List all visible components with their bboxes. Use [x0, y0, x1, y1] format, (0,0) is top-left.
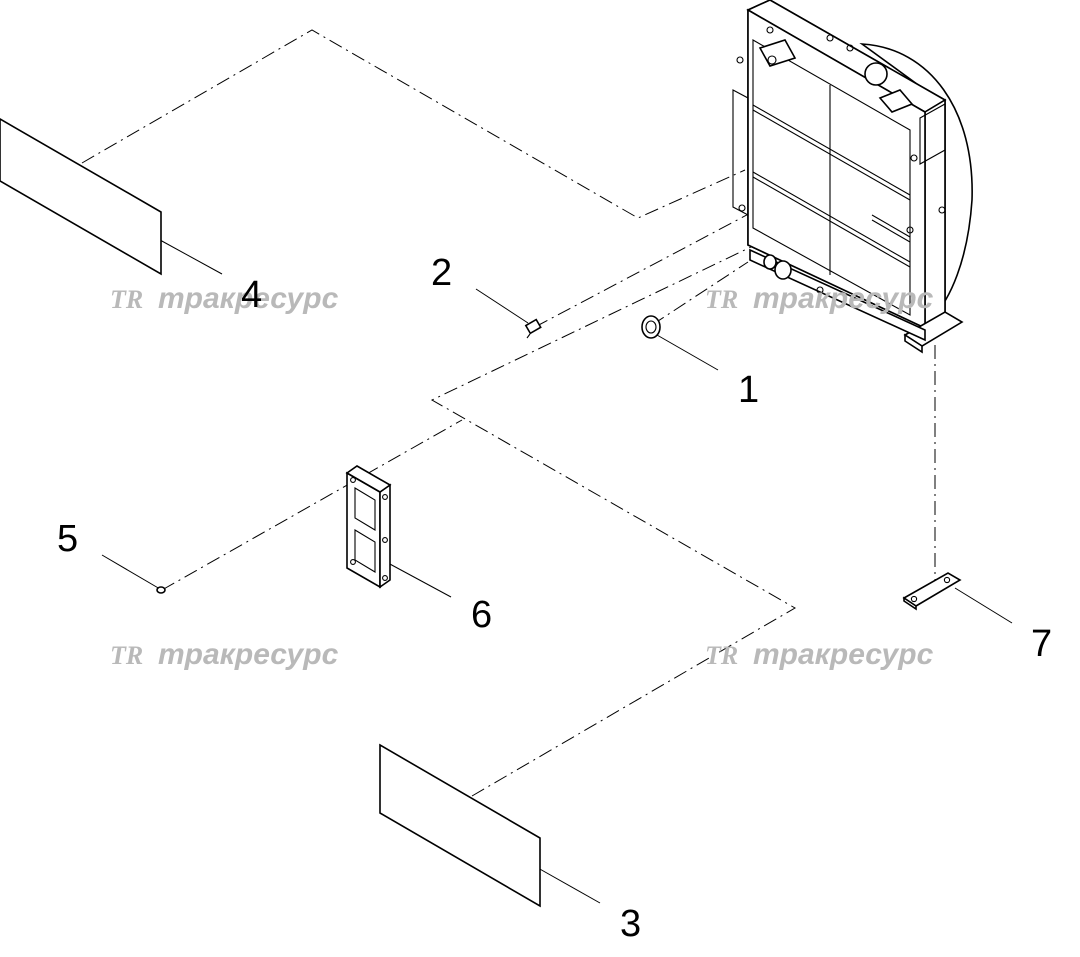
watermark-text: тракресурс — [753, 282, 934, 315]
watermark-top-left: TR тракресурс — [110, 282, 339, 315]
callout-labels: 1 2 3 4 5 6 7 — [57, 252, 1052, 945]
watermark-logo: TR — [110, 285, 143, 314]
side-panel-part-3 — [379, 743, 541, 908]
callout-label-7: 7 — [1031, 623, 1052, 665]
leader-1 — [656, 334, 719, 371]
leader-lines — [101, 239, 1013, 904]
watermark-bottom-left: TR тракресурс — [110, 638, 339, 671]
guide-line-panel-3 — [430, 209, 829, 797]
bushing-part-1 — [641, 315, 661, 339]
watermark-logo: TR — [705, 641, 738, 670]
leader-5 — [101, 554, 161, 590]
watermark-logo: TR — [705, 285, 738, 314]
callout-label-3: 3 — [620, 903, 641, 945]
watermark-top-right: TR тракресурс — [705, 282, 934, 315]
watermark-text: тракресурс — [753, 638, 934, 671]
watermark-logo: TR — [110, 641, 143, 670]
callout-label-5: 5 — [57, 518, 78, 560]
leader-2 — [475, 288, 529, 324]
assembly-guide-lines — [81, 29, 936, 797]
leader-7 — [954, 587, 1013, 624]
watermark-text: тракресурс — [158, 282, 339, 315]
bolt-part-2 — [524, 318, 542, 339]
guide-line-panel-4 — [81, 29, 746, 219]
mounting-plate-part-7 — [902, 572, 962, 611]
callout-label-4: 4 — [241, 274, 262, 316]
guide-line-nut-5 — [161, 419, 463, 591]
leader-3 — [537, 867, 601, 904]
callout-label-1: 1 — [738, 369, 759, 411]
radiator-assembly — [732, 0, 973, 354]
watermark-bottom-right: TR тракресурс — [705, 638, 934, 671]
guide-line-bushing-1 — [651, 261, 749, 326]
bracket-part-6 — [345, 465, 392, 589]
leader-4 — [159, 239, 223, 275]
side-panel-part-4 — [0, 118, 162, 276]
nut-part-5 — [156, 586, 166, 594]
leader-6 — [387, 562, 452, 598]
watermarks: TR тракресурс TR тракресурс TR тракресур… — [110, 282, 934, 671]
callout-label-6: 6 — [471, 594, 492, 636]
watermark-text: тракресурс — [158, 638, 339, 671]
guide-line-bolt-2 — [534, 171, 829, 328]
callout-label-2: 2 — [431, 252, 452, 294]
